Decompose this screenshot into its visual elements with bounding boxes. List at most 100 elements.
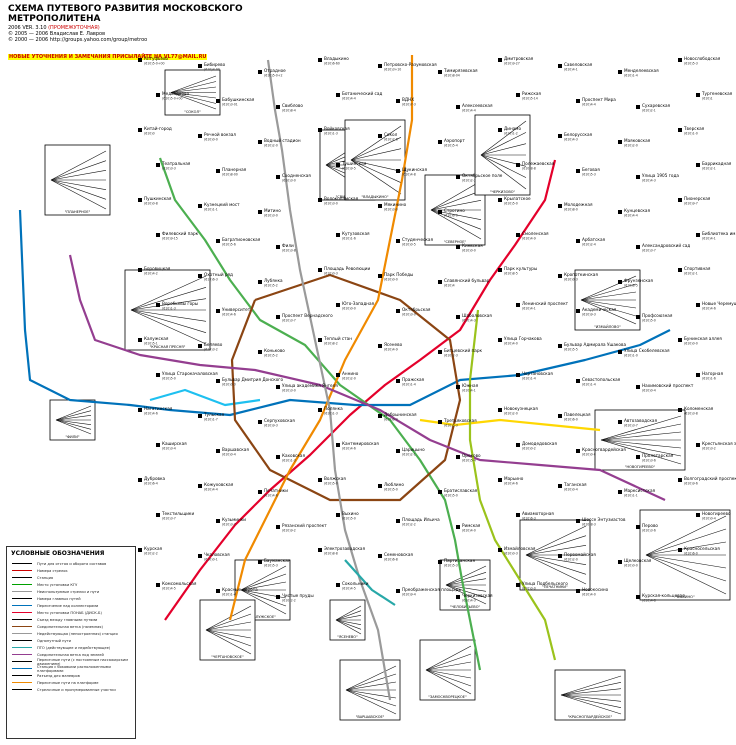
station-code: (610)4-2: [144, 272, 158, 276]
legend-item: Место установки ПОНАБ (ДИСК-Б): [11, 609, 131, 616]
station: Семеновская(610)6-8: [378, 552, 413, 562]
station-marker: [258, 70, 262, 74]
station-name: Красногвардейская: [582, 447, 626, 452]
station-code: (610)1-0: [684, 132, 698, 136]
station-name: Чистые пруды: [282, 593, 314, 598]
station: Тульская(610)1-7: [198, 412, 225, 422]
station-marker: [378, 134, 382, 138]
station-marker: [558, 204, 562, 208]
station-name: Строгино: [444, 208, 465, 213]
station-marker: [636, 525, 640, 529]
station-marker: [396, 589, 400, 593]
station-marker: [396, 309, 400, 313]
station: Пролетарская(610)3-6: [636, 453, 674, 463]
station-name: Крылатское: [504, 196, 531, 201]
station-marker: [138, 478, 142, 482]
depot-label: "ЗАМОСКВОРЕЦКОЕ": [428, 695, 467, 699]
station-marker: [636, 245, 640, 249]
station-marker: [138, 268, 142, 272]
station: Бибирево(610)3-00: [198, 62, 226, 72]
station-name: Домодедовская: [522, 441, 557, 446]
station-name: Чертановская: [522, 371, 553, 376]
station-code: (610)0-0: [624, 564, 638, 568]
station-code: (610)3-00: [204, 68, 220, 72]
station-code: (610)9-5: [342, 167, 356, 171]
station-name: Павелецкая: [564, 412, 591, 417]
station-code: (610)5-2: [264, 284, 278, 288]
station-code: (610)8-04: [444, 74, 460, 78]
station-name: Рязанский проспект: [282, 523, 327, 528]
station-name: Щелковская: [624, 558, 652, 563]
station-marker: [456, 315, 460, 319]
station-marker: [138, 58, 142, 62]
station-marker: [378, 414, 382, 418]
station-name: Свиблово: [282, 103, 303, 108]
station-marker: [558, 344, 562, 348]
station-name: Нагатинская: [144, 406, 173, 411]
station-marker: [258, 210, 262, 214]
station-code: (610)9-7: [684, 202, 698, 206]
station: Дубровка(610)6-4: [138, 476, 166, 486]
station-name: Таганская: [563, 482, 587, 487]
metro-line-line4-lightblue: [149, 388, 261, 407]
station-marker: [138, 338, 142, 342]
station-code: (610)2-0: [504, 412, 518, 416]
station: Электрозаводская(610)8-8: [318, 546, 365, 556]
station: Октябрьская(610)3-0: [396, 307, 431, 317]
station-marker: [456, 105, 460, 109]
station-name: Автозаводская: [624, 418, 657, 423]
legend-symbol: [11, 568, 33, 573]
station-name: Кунцевская: [624, 208, 650, 213]
legend-label: Неиспользуемые стрелки и пути: [37, 589, 100, 594]
station-name: Славянский бульвар: [444, 278, 490, 283]
station: Коломенская(610)3-8: [678, 406, 714, 416]
station-name: Алтуфьево: [144, 56, 169, 61]
station-name: Дмитровская: [504, 56, 534, 61]
station-marker: [456, 525, 460, 529]
station-marker: [396, 239, 400, 243]
station-code: (610)0-0: [522, 587, 536, 591]
legend-label: Номера главных путей: [37, 596, 81, 601]
station-code: (610)8-5: [624, 284, 638, 288]
legend-label: Пути для отстоя и оборота составов: [37, 561, 107, 566]
station-code: (610)1-7: [204, 418, 218, 422]
station: Студенческая(610)0-5: [396, 237, 433, 247]
station: Фили(610)3-8: [276, 243, 296, 253]
station-marker: [396, 519, 400, 523]
station-code: (610)1-3: [324, 132, 338, 136]
station-name: Китай-город: [144, 126, 172, 131]
station-name: Партизанская: [444, 558, 475, 563]
station-marker: [276, 245, 280, 249]
station-code: (610)2-0: [564, 558, 578, 562]
station: Улица Подбельского(610)0-0: [516, 581, 568, 591]
station-name: Кузнецкий мост: [204, 202, 240, 207]
depot-track-fan: "ВЛАДЫКИНО": [344, 119, 406, 201]
station-code: (610)1-6: [702, 377, 716, 381]
station-marker: [678, 268, 682, 272]
station: Варшавская(610)0-4: [216, 447, 249, 457]
station-marker: [678, 408, 682, 412]
station-code: (610)3-0: [384, 208, 398, 212]
station-name: Первомайская: [564, 552, 596, 557]
station-name: Волоколамская: [324, 196, 359, 201]
station-code: (610)5-2: [264, 354, 278, 358]
station-marker: [156, 373, 160, 377]
station-name: Филевский парк: [162, 231, 199, 236]
station: Чистые пруды(610)2-2: [276, 593, 314, 603]
station: Красносельская(610)6-0: [678, 546, 720, 556]
station: Преображенская площадь(610)9-4: [396, 587, 461, 597]
station-code: (610)9-3: [264, 424, 278, 428]
station-name: Сокольники: [342, 581, 369, 586]
station: Кунцевская(610)4-4: [618, 208, 650, 218]
station: Авиамоторная(610)6-3: [516, 511, 554, 521]
station-name: Динамо: [504, 126, 521, 131]
station-name: Спортивная: [684, 266, 711, 271]
station-code: (610)2-1: [642, 109, 656, 113]
station-code: (610)0-0: [222, 383, 236, 387]
station-name: Лубянка: [264, 278, 283, 283]
station: Белорусская(610)4-3: [558, 132, 593, 142]
legend-item: Пересечные пути (с постоянным пассажирск…: [11, 658, 131, 666]
station-marker: [516, 513, 520, 517]
legend-item: Недействующая (непостроенная) станция: [11, 630, 131, 637]
depot-label: "ЧЕРТАНОВСКОЕ": [211, 655, 244, 659]
